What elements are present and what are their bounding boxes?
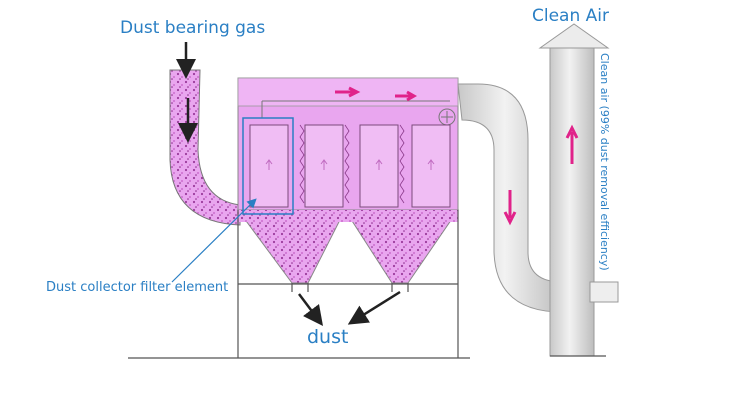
flow-arrow [565,124,579,164]
flow-arrow [335,86,361,98]
support-frame [128,210,470,359]
chimney-cap [538,23,610,49]
dust-label: dust [307,326,349,348]
flow-arrow [395,90,418,102]
inlet-pipe [169,69,241,226]
dust-pointer-arrow [347,290,401,325]
filter-pointer-line [171,198,257,283]
dust-pointer-arrow [298,293,323,326]
filter-element-label: Dust collector filter element [46,280,229,295]
clean-air-label: Clean Air [532,6,609,26]
flow-arrow [320,159,328,170]
filter-element-highlight [242,117,294,215]
filter-bags [249,124,451,208]
clean-air-efficiency-label: Clean air (99% dust removal efficiency) [598,53,611,271]
chimney [549,47,595,357]
dust-bearing-gas-label: Dust bearing gas [120,18,266,38]
flow-arrow [375,159,383,170]
flow-arrow [427,159,435,170]
fan-box [589,281,619,303]
flow-arrow [265,159,273,170]
flow-arrow [503,190,517,226]
